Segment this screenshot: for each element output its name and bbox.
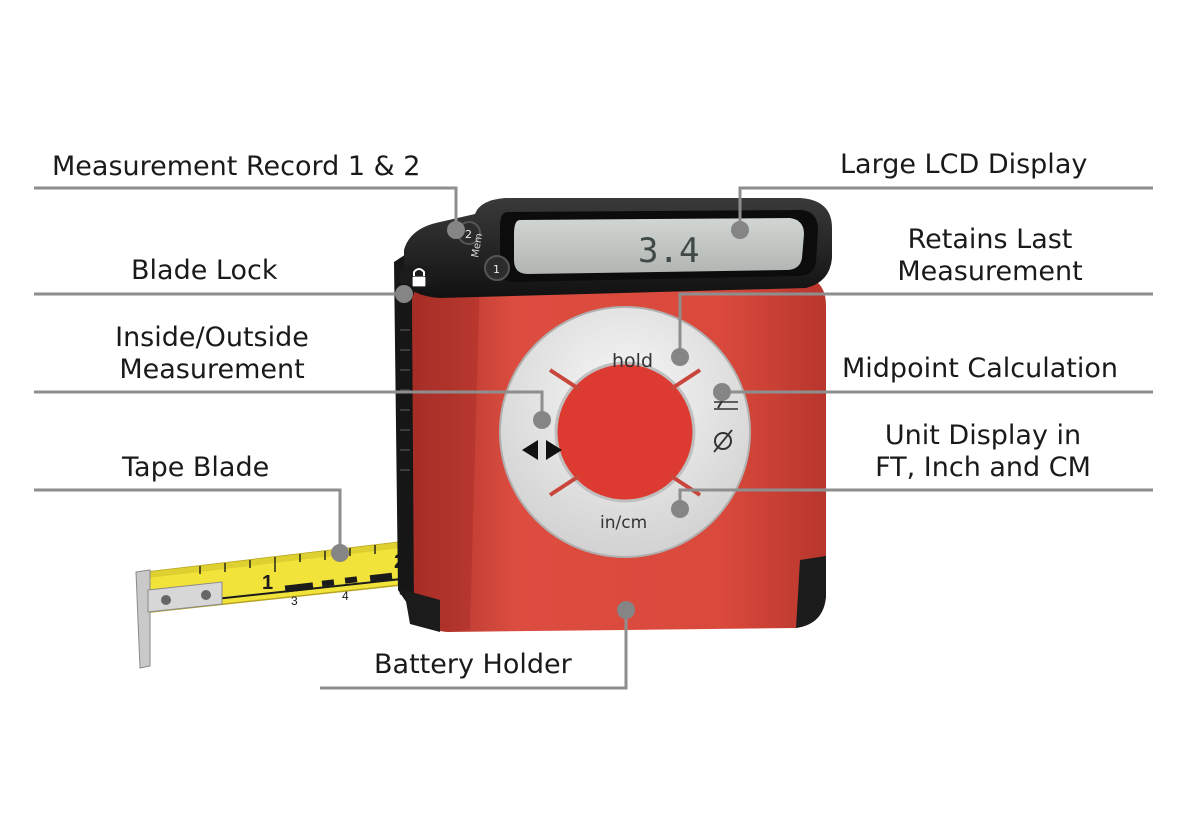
lcd-display: 3.4 xyxy=(500,210,818,282)
dot-retains-last xyxy=(671,348,689,366)
hold-button-label: hold xyxy=(612,350,653,372)
side-grip xyxy=(400,329,410,471)
leader-lines xyxy=(34,186,1153,690)
lock-icon xyxy=(411,268,427,288)
mem-1-button[interactable] xyxy=(484,255,510,281)
tape-blade: 1 2 3 4 5 xyxy=(135,539,421,669)
label-inside-outside-line2: Measurement xyxy=(119,354,305,385)
leader-large-lcd xyxy=(738,186,1153,230)
units-button-label: in/cm xyxy=(600,513,647,533)
label-retains-last-line1: Retains Last xyxy=(907,224,1073,255)
blade-lock[interactable] xyxy=(400,266,434,288)
label-large-lcd: Large LCD Display xyxy=(840,149,1088,180)
leader-measurement-record xyxy=(34,186,458,230)
mem-2-label: 2 xyxy=(465,228,472,241)
control-dial: hold in/cm xyxy=(499,306,751,558)
dot-large-lcd xyxy=(731,221,749,239)
lcd-reading: 3.4 xyxy=(638,231,699,271)
leader-tape-blade xyxy=(34,488,342,553)
label-measurement-record: Measurement Record 1 & 2 xyxy=(52,151,421,182)
label-unit-display-line1: Unit Display in xyxy=(884,420,1082,451)
dot-midpoint xyxy=(713,383,731,401)
label-blade-lock: Blade Lock xyxy=(131,255,278,286)
base-foot xyxy=(796,556,826,628)
tape-hook xyxy=(135,569,223,669)
dot-unit-display xyxy=(671,500,689,518)
dot-blade-lock xyxy=(395,285,413,303)
label-tape-blade: Tape Blade xyxy=(122,452,270,483)
tape-mark-3: 3 xyxy=(291,594,298,608)
label-unit-display-line2: FT, Inch and CM xyxy=(875,452,1091,483)
dial-dividers xyxy=(548,368,702,497)
tape-mark-4: 4 xyxy=(342,589,349,603)
leader-retains-last xyxy=(678,292,1153,357)
leader-inside-outside xyxy=(34,390,544,420)
dot-battery-holder xyxy=(617,601,635,619)
label-inside-outside-line1: Inside/Outside xyxy=(115,322,309,353)
label-retains-last: Retains Last Measurement xyxy=(880,224,1100,288)
tape-mark-1: 1 xyxy=(262,572,273,594)
dot-tape-blade xyxy=(331,544,349,562)
leader-battery-holder xyxy=(320,610,628,690)
inside-outside-arrows-icon[interactable] xyxy=(522,440,562,460)
leader-dots xyxy=(331,221,749,619)
hold-button[interactable] xyxy=(560,330,690,380)
label-inside-outside: Inside/Outside Measurement xyxy=(96,322,328,386)
dot-measurement-record xyxy=(447,221,465,239)
mem-1-label: 1 xyxy=(493,263,500,276)
label-unit-display: Unit Display in FT, Inch and CM xyxy=(860,420,1106,484)
mem-label: Mem xyxy=(470,232,485,258)
label-retains-last-line2: Measurement xyxy=(897,256,1083,287)
label-midpoint: Midpoint Calculation xyxy=(842,353,1118,384)
measure-button[interactable] xyxy=(554,361,696,503)
units-button[interactable] xyxy=(580,495,690,540)
dot-inside-outside xyxy=(533,411,551,429)
label-battery-holder: Battery Holder xyxy=(374,649,572,680)
